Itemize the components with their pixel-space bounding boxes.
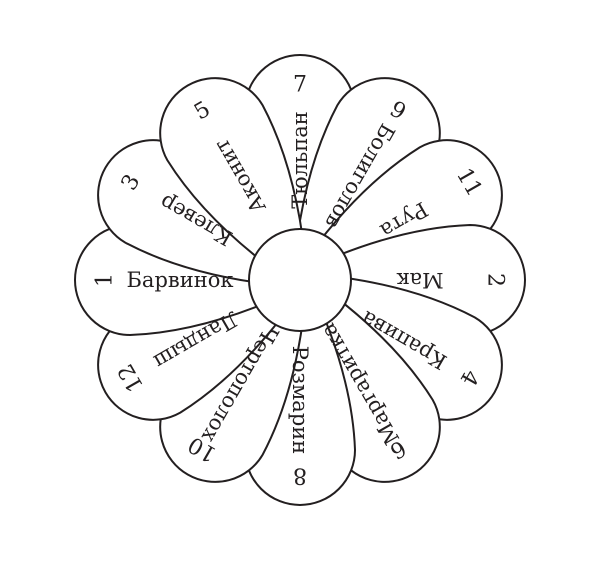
petal-name: Барвинок: [127, 268, 234, 292]
petal-number: 2: [483, 273, 508, 287]
petal-name: Тюльпан: [288, 111, 312, 209]
petal-number: 7: [293, 73, 307, 98]
petal-5: [159, 77, 308, 286]
petal-number: 8: [293, 463, 307, 488]
petal-number: 1: [93, 273, 118, 287]
petal-shapes: [74, 54, 526, 506]
flower-center: [248, 228, 352, 332]
petal-name: Мак: [396, 268, 443, 292]
petal-name: Розмарин: [288, 346, 312, 455]
